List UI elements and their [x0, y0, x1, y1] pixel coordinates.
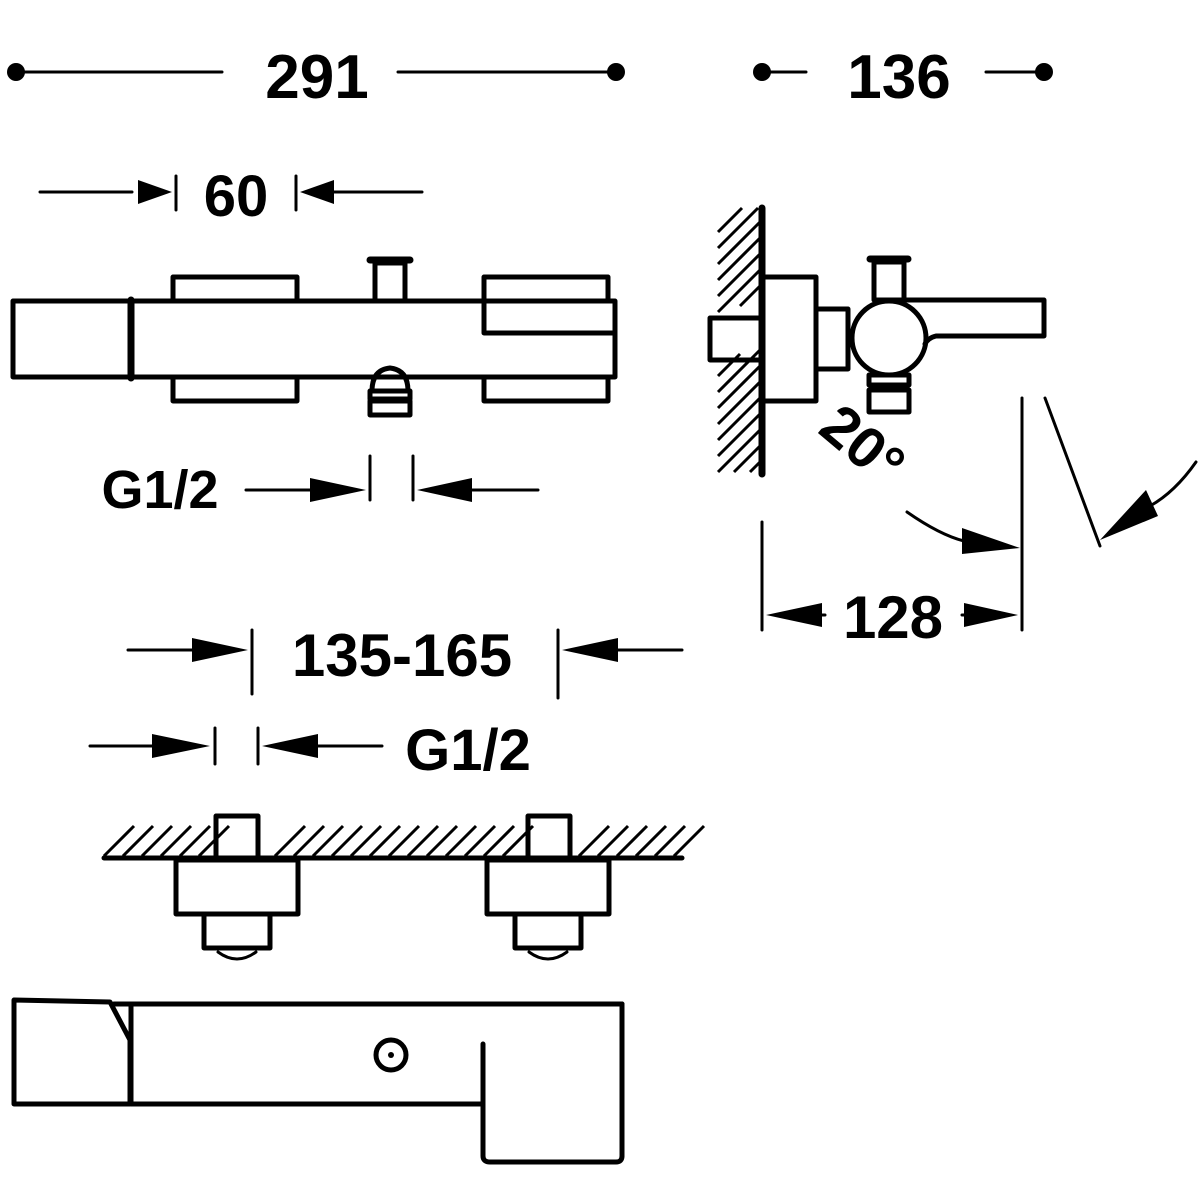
- arrow-left-icon: [300, 180, 334, 204]
- top-view: [11, 813, 706, 1165]
- arrow-right-icon: [138, 180, 172, 204]
- diverter-knob: [372, 260, 408, 304]
- diverter-button: [373, 1037, 409, 1073]
- dimension-outlet-thread: G1/2: [101, 454, 540, 520]
- hatch-line: [444, 824, 478, 858]
- hatch-line: [349, 824, 383, 858]
- dimension-label-g12-inlet: G1/2: [405, 718, 531, 783]
- dimension-overall-depth: 136: [753, 43, 1053, 112]
- arrow-right-icon: [962, 528, 1020, 554]
- hatch-line: [292, 824, 326, 858]
- left-eccentric-top: [170, 274, 300, 304]
- hatch-line: [121, 824, 155, 858]
- arrow-right-icon: [152, 734, 210, 758]
- hatch-line: [577, 824, 611, 858]
- dimension-label-291: 291: [265, 43, 368, 112]
- outlet-connector: [367, 398, 413, 418]
- right-escutcheon: [484, 857, 612, 917]
- hatch-line: [672, 824, 706, 858]
- hatch-line: [311, 824, 345, 858]
- hatch-line: [140, 824, 174, 858]
- hatch-line: [482, 824, 516, 858]
- hatch-line: [159, 824, 193, 858]
- front-view: [10, 256, 618, 418]
- mixer-body: [128, 1001, 486, 1107]
- eccentric-nut: [813, 306, 851, 372]
- dimension-wall-to-spout: 128: [760, 520, 1018, 651]
- mixer-body-section: [849, 298, 929, 378]
- mixer-body: [128, 298, 618, 380]
- dimension-endpoint-right: [607, 63, 625, 81]
- hatch-line: [615, 824, 649, 858]
- hatch-line: [634, 824, 668, 858]
- hatch-line: [425, 824, 459, 858]
- right-eccentric-bottom: [481, 374, 611, 404]
- swivel-limit-line: [1043, 396, 1102, 548]
- wall-hatching: [102, 824, 706, 858]
- hatch-line: [102, 824, 136, 858]
- dimension-handle-width: 60: [38, 164, 424, 229]
- arrow-right-icon: [964, 603, 1018, 627]
- dimension-inlet-center-distance: 135-165: [126, 622, 684, 700]
- dimension-inlet-thread: G1/2: [88, 718, 531, 783]
- right-wall-connector: [525, 813, 573, 861]
- hatch-line: [653, 824, 687, 858]
- outlet-dome: [369, 365, 411, 394]
- hatch-line: [596, 824, 630, 858]
- dimension-label-60: 60: [204, 164, 269, 229]
- left-handle-cap: [11, 997, 133, 1107]
- left-handle-cap: [10, 298, 134, 380]
- hatch-line: [406, 824, 440, 858]
- arrow-left-icon: [562, 638, 618, 662]
- left-wall-connector: [213, 813, 261, 861]
- dimension-overall-length: 291: [7, 43, 625, 112]
- angle-arc-right: [1148, 460, 1198, 508]
- hatch-line: [178, 824, 212, 858]
- wall-hatching: [716, 206, 762, 474]
- hatch-line: [463, 824, 497, 858]
- hatch-line: [368, 824, 402, 858]
- arrow-right-icon: [192, 638, 248, 662]
- left-eccentric-bottom: [170, 374, 300, 404]
- hatch-line: [273, 824, 307, 858]
- right-eccentric-top: [481, 274, 611, 304]
- dimension-endpoint-right: [1035, 63, 1053, 81]
- left-eccentric-nut: [201, 911, 273, 951]
- handle-lever: [903, 297, 1047, 347]
- arrow-right-icon: [310, 478, 366, 502]
- arrow-left-icon: [766, 603, 822, 627]
- dimension-label-g12-outlet: G1/2: [101, 460, 218, 520]
- arrow-left-icon: [417, 478, 472, 502]
- hatch-line: [387, 824, 421, 858]
- dimension-label-20deg: 20°: [808, 392, 917, 498]
- dimension-label-136: 136: [847, 43, 950, 112]
- dimension-label-128: 128: [843, 584, 943, 651]
- diverter-knob: [871, 259, 907, 303]
- arrow-left-icon: [262, 734, 318, 758]
- side-view: [707, 204, 1047, 478]
- left-escutcheon: [173, 857, 301, 917]
- outlet-connector: [866, 387, 912, 415]
- dimension-label-135-165: 135-165: [292, 622, 512, 689]
- right-handle: [481, 298, 618, 336]
- hatch-line: [330, 824, 364, 858]
- right-eccentric-nut: [512, 911, 584, 951]
- escutcheon: [759, 274, 819, 404]
- angle-arc-left: [905, 510, 966, 543]
- arrow-left-icon: [1100, 490, 1158, 540]
- spout: [480, 1041, 625, 1165]
